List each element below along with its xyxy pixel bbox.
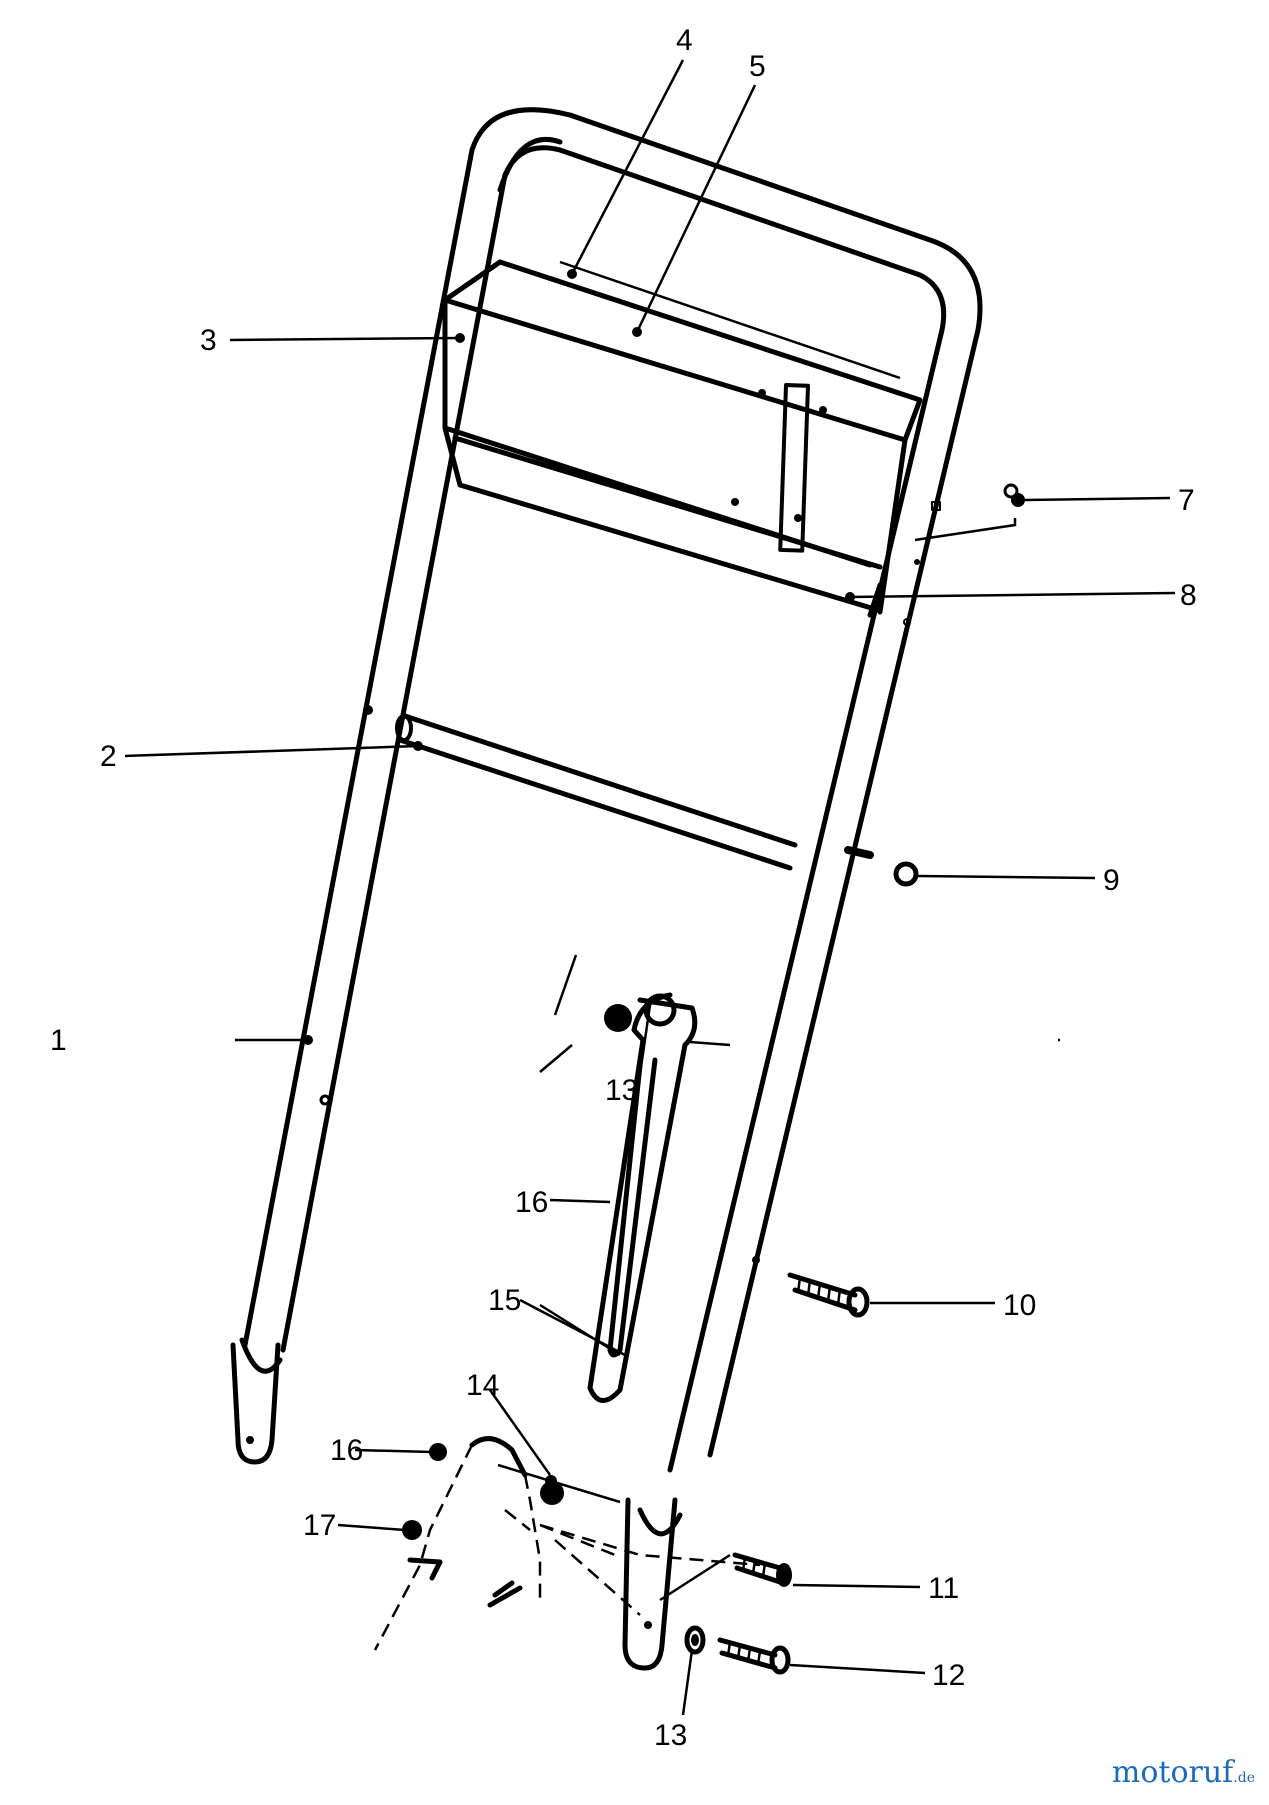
hardware-7 — [903, 483, 1025, 626]
callout-3: 3 — [200, 324, 217, 357]
callout-8: 8 — [1180, 579, 1197, 612]
callout-16-top: 16 — [515, 1186, 548, 1219]
linkage — [373, 1436, 792, 1675]
callout-16-bottom: 16 — [330, 1434, 363, 1467]
callout-14: 14 — [466, 1369, 499, 1402]
callout-7: 7 — [1178, 484, 1195, 517]
adjuster-lever — [587, 992, 731, 1403]
callout-13-bottom: 13 — [654, 1719, 687, 1752]
handle-frame — [230, 107, 983, 1671]
callout-4: 4 — [676, 24, 693, 57]
callout-15: 15 — [488, 1284, 521, 1317]
callout-13-top: 13 — [605, 1074, 638, 1107]
callout-17: 17 — [303, 1509, 336, 1542]
bolt-9 — [844, 846, 919, 887]
callout-10: 10 — [1003, 1289, 1036, 1322]
bolt-10 — [787, 1272, 870, 1318]
callout-9: 9 — [1103, 864, 1120, 897]
callout-11: 11 — [928, 1572, 959, 1605]
callout-12: 12 — [932, 1659, 965, 1692]
callout-5: 5 — [749, 50, 766, 83]
callout-labels: 1 2 3 4 5 7 8 9 10 11 12 13 13 13 14 15 … — [50, 24, 1197, 1752]
leader-lines — [124, 59, 1176, 1716]
callout-2: 2 — [100, 740, 117, 773]
catcher-box — [442, 259, 923, 618]
callout-1: 1 — [50, 1024, 67, 1057]
cross-rod — [363, 705, 798, 871]
watermark-logo: motoruf.de — [1111, 1755, 1255, 1790]
